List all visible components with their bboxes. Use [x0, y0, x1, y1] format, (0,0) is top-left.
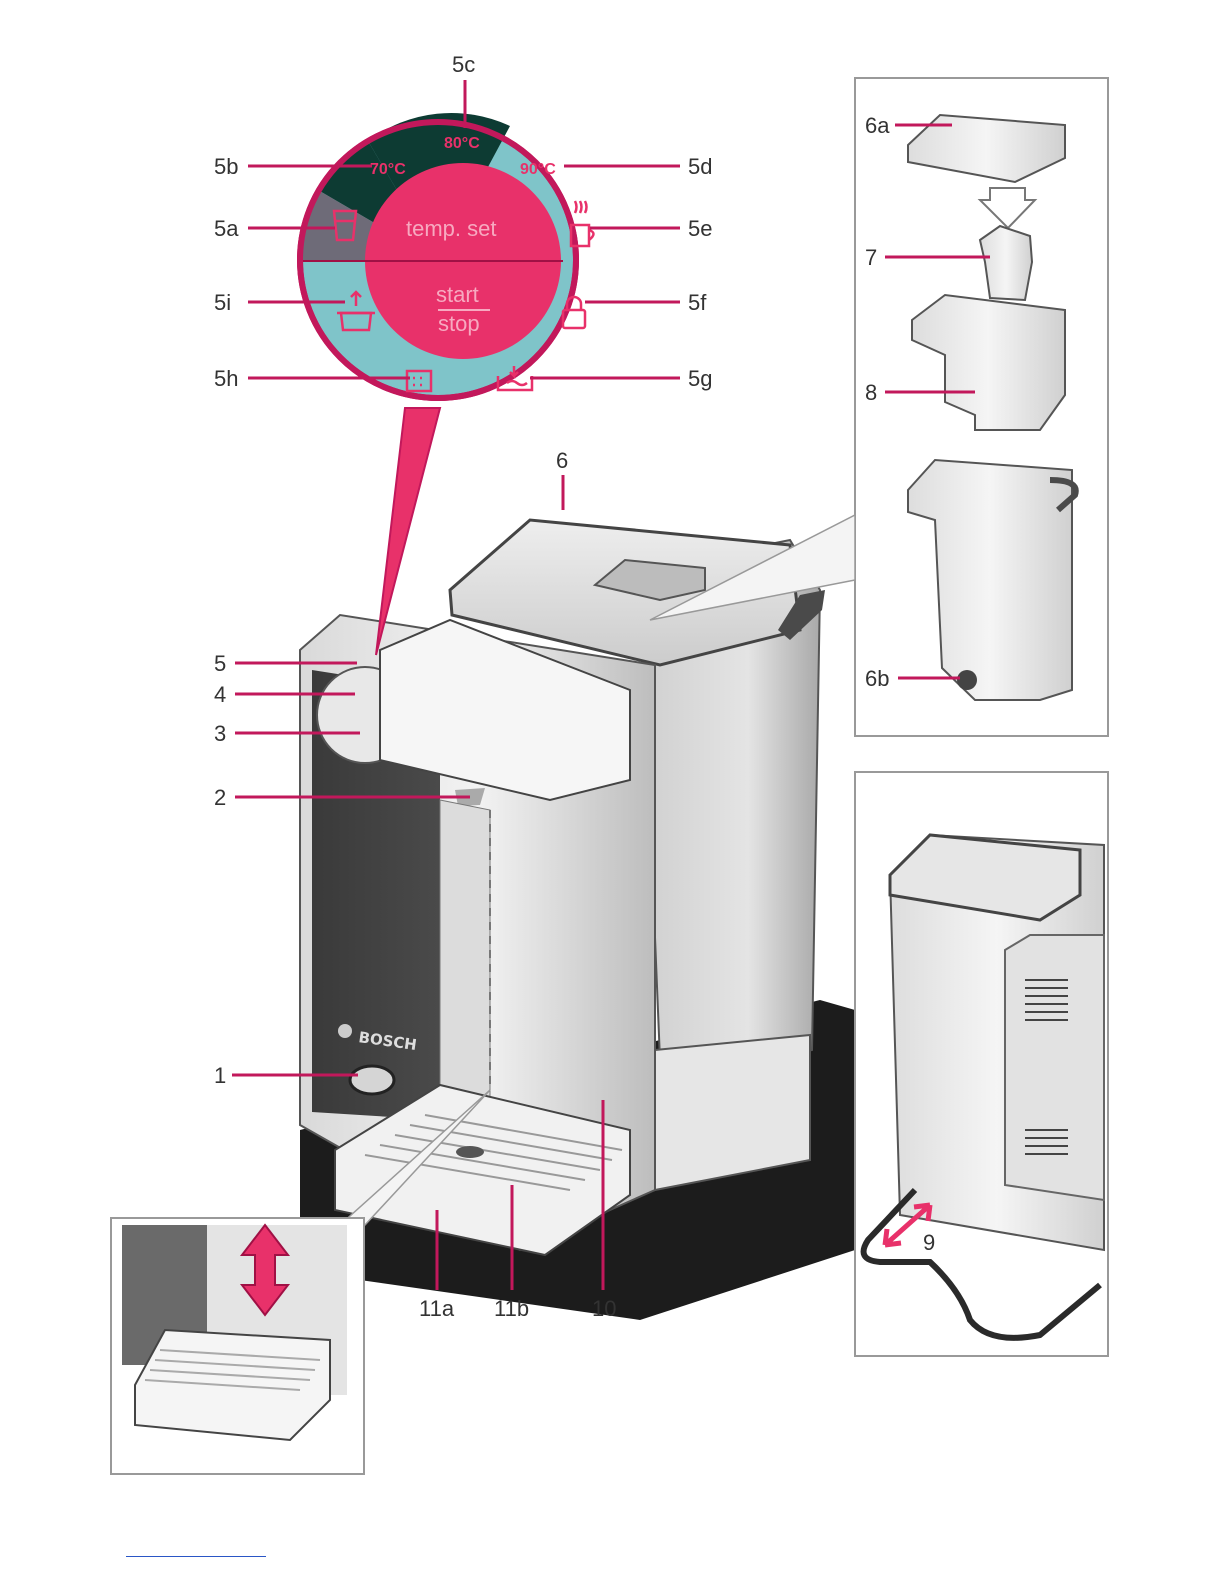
callout-1: 1: [214, 1063, 226, 1088]
callout-9: 9: [923, 1230, 935, 1255]
inset-cable: [855, 772, 1108, 1356]
column: [440, 800, 490, 1120]
callout-5h: 5h: [214, 366, 238, 391]
temp-90-label: 90°C: [520, 161, 556, 178]
power-button: [350, 1066, 394, 1094]
part-6b-valve: [957, 670, 977, 690]
callout-2: 2: [214, 785, 226, 810]
temp-80-label: 80°C: [444, 135, 480, 152]
callout-10: 10: [592, 1296, 616, 1321]
callout-4: 4: [214, 682, 226, 707]
vent-panel: [1005, 935, 1104, 1200]
callout-6: 6: [556, 448, 568, 473]
tray-drain: [456, 1146, 484, 1158]
callout-5c: 5c: [452, 52, 475, 77]
callout-11b: 11b: [494, 1296, 529, 1321]
callout-6a: 6a: [865, 113, 890, 138]
callout-5d: 5d: [688, 154, 712, 179]
part-7-filter: [980, 226, 1032, 300]
stop-button-label: stop: [438, 311, 480, 336]
callout-5b: 5b: [214, 154, 238, 179]
zoom-pointer: [376, 408, 440, 655]
temp-set-button-label: temp. set: [406, 216, 496, 241]
callout-5i: 5i: [214, 290, 231, 315]
callout-6b: 6b: [865, 666, 889, 691]
callout-5e: 5e: [688, 216, 712, 241]
callout-5: 5: [214, 651, 226, 676]
footer-rule: [126, 1556, 266, 1557]
callout-5g: 5g: [688, 366, 712, 391]
callout-7: 7: [865, 245, 877, 270]
callout-3: 3: [214, 721, 226, 746]
callout-5a: 5a: [214, 216, 239, 241]
start-button-label: start: [436, 282, 479, 307]
callout-5f: 5f: [688, 290, 707, 315]
callout-8: 8: [865, 380, 877, 405]
brand-logo: [338, 1024, 352, 1038]
temp-70-label: 70°C: [370, 161, 406, 178]
callout-11a: 11a: [419, 1296, 455, 1321]
